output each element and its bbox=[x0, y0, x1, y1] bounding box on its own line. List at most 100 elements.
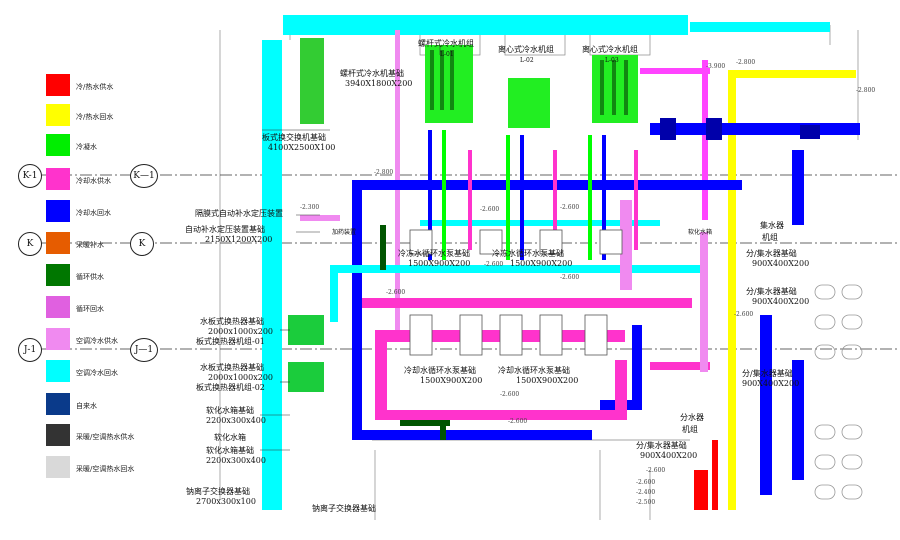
legend-label: 循环供水 bbox=[76, 273, 104, 281]
sep-base4-label: 分/集水器基础 bbox=[742, 369, 793, 378]
chiller1-label: 螺杆式冷水机组 bbox=[418, 39, 474, 48]
legend-swatch bbox=[46, 360, 70, 382]
legend-label: 冷却水回水 bbox=[76, 209, 111, 217]
elevation-mark: -2.400 bbox=[636, 489, 656, 496]
legend-swatch bbox=[46, 74, 70, 96]
soft-base2-label: 软化水箱基础 bbox=[206, 446, 254, 455]
elevation-mark: -2.300 bbox=[300, 204, 320, 211]
legend-swatch bbox=[46, 104, 70, 126]
chiller1-sub: L-01 bbox=[440, 51, 454, 58]
pump1-dim: 1500X900X200 bbox=[408, 259, 471, 268]
chiller2-label: 离心式冷水机组 bbox=[498, 45, 554, 54]
axis-k-marker: K bbox=[18, 232, 42, 256]
legend-label: 采暖/空调热水供水 bbox=[76, 433, 135, 441]
elevation-mark: -2.600 bbox=[386, 289, 406, 296]
plate-unit2-label: 板式换热器机组-02 bbox=[196, 383, 265, 392]
pump2-dim: 1500X900X200 bbox=[510, 259, 573, 268]
axis-j1-marker: J-1 bbox=[18, 338, 42, 362]
soft-tank-small-label: 软化水箱 bbox=[688, 229, 713, 236]
axis-k-line-marker: K bbox=[130, 232, 154, 256]
sep-base-dim: 900X400X200 bbox=[752, 259, 810, 268]
legend-swatch bbox=[46, 424, 70, 446]
chiller3-label: 离心式冷水机组 bbox=[582, 45, 638, 54]
plate-base2-label: 水板式换热器基础 bbox=[200, 363, 264, 372]
soft-base1-label: 软化水箱基础 bbox=[206, 406, 254, 415]
soft-base2-dim: 2200x300x400 bbox=[206, 456, 266, 465]
diaphragm-label: 隔膜式自动补水定压装置 bbox=[195, 209, 283, 218]
cooling-pump1-dim: 1500X900X200 bbox=[420, 376, 483, 385]
pump1-label: 冷冻水循环水泵基础 bbox=[398, 249, 470, 258]
auto-fill-label: 自动补水定压装置基础 bbox=[185, 225, 265, 234]
sep-base2-dim: 900X400X200 bbox=[752, 297, 810, 306]
legend-label: 空调冷水回水 bbox=[76, 369, 118, 377]
legend-swatch bbox=[46, 393, 70, 415]
plate-hx-base-dim: 4100X2500X100 bbox=[268, 143, 336, 152]
axis-k1-marker: K-1 bbox=[18, 164, 42, 188]
legend-label: 空调冷水供水 bbox=[76, 337, 118, 345]
legend-swatch bbox=[46, 232, 70, 254]
elevation-mark: -3.900 bbox=[706, 63, 726, 70]
elevation-mark: -2.500 bbox=[636, 499, 656, 506]
collector-sub: 机组 bbox=[762, 233, 778, 242]
legend-swatch bbox=[46, 264, 70, 286]
legend-swatch bbox=[46, 134, 70, 156]
chiller-base-dim: 3940X1800X200 bbox=[345, 79, 413, 88]
elevation-mark: -2.600 bbox=[560, 204, 580, 211]
legend-swatch bbox=[46, 328, 70, 350]
auto-fill-dim: 2150X1200X200 bbox=[205, 235, 273, 244]
chiller3-sub: L-03 bbox=[605, 57, 619, 64]
elevation-mark: -2.600 bbox=[484, 261, 504, 268]
legend-label: 冷凝水 bbox=[76, 143, 97, 151]
collector-label: 集水器 bbox=[760, 221, 784, 230]
ion-base-label: 钠离子交换器基础 bbox=[186, 487, 250, 496]
soft-base1-dim: 2200x300x400 bbox=[206, 416, 266, 425]
plate-base2-dim: 2000x1000x200 bbox=[208, 373, 274, 382]
soft-box-label: 软化水箱 bbox=[214, 433, 246, 442]
elevation-mark: -2.600 bbox=[734, 311, 754, 318]
plate-hx-base-label: 板式换交换机基础 bbox=[262, 133, 326, 142]
pump2-label: 冷冻水循环水泵基础 bbox=[492, 249, 564, 258]
distributor-sub: 机组 bbox=[682, 425, 698, 434]
sep-base3-dim: 900X400X200 bbox=[640, 451, 698, 460]
elevation-mark: -2.600 bbox=[500, 391, 520, 398]
legend-swatch bbox=[46, 168, 70, 190]
axis-k1-line-marker: K—1 bbox=[130, 164, 158, 188]
chiller-base-label: 螺杆式冷水机基础 bbox=[340, 69, 404, 78]
elevation-mark: -2.600 bbox=[636, 479, 656, 486]
elevation-mark: -2.600 bbox=[480, 206, 500, 213]
axis-j1-line-marker: J—1 bbox=[130, 338, 158, 362]
legend-swatch bbox=[46, 456, 70, 478]
sep-base-label: 分/集水器基础 bbox=[746, 249, 797, 258]
elevation-mark: -2.600 bbox=[560, 274, 580, 281]
legend-label: 采暖/空调热水回水 bbox=[76, 465, 135, 473]
legend-label: 自来水 bbox=[76, 402, 97, 410]
legend-label: 循环回水 bbox=[76, 305, 104, 313]
distributor-label: 分水器 bbox=[680, 413, 704, 422]
chemical-dosing-label: 加药装置 bbox=[332, 229, 357, 236]
plate-base1-label: 水板式换热器基础 bbox=[200, 317, 264, 326]
elevation-mark: -2.800 bbox=[374, 169, 394, 176]
cooling-pump2-label: 冷却水循环水泵基础 bbox=[498, 366, 570, 375]
legend-label: 冷/热水供水 bbox=[76, 83, 114, 91]
sep-base2-label: 分/集水器基础 bbox=[746, 287, 797, 296]
elevation-mark: -2.800 bbox=[856, 87, 876, 94]
plate-base1-dim: 2000x1000x200 bbox=[208, 327, 274, 336]
elevation-mark: -2.800 bbox=[736, 59, 756, 66]
cooling-pump1-label: 冷却水循环水泵基础 bbox=[404, 366, 476, 375]
sep-base3-label: 分/集水器基础 bbox=[636, 441, 687, 450]
legend-label: 冷/热水回水 bbox=[76, 113, 114, 121]
legend-label: 采暖补水 bbox=[76, 241, 104, 249]
cooling-pump2-dim: 1500X900X200 bbox=[516, 376, 579, 385]
elevation-mark: -2.600 bbox=[508, 418, 528, 425]
ion-base-dim: 2700x300x100 bbox=[196, 497, 256, 506]
legend-label: 冷却水供水 bbox=[76, 177, 111, 185]
ion-base2-label: 钠离子交换器基础 bbox=[312, 504, 376, 513]
legend-swatch bbox=[46, 200, 70, 222]
chiller2-sub: L-02 bbox=[520, 57, 534, 64]
plate-unit1-label: 板式换热器机组-01 bbox=[196, 337, 265, 346]
elevation-mark: -2.600 bbox=[646, 467, 666, 474]
legend-swatch bbox=[46, 296, 70, 318]
sep-base4-dim: 900X400X200 bbox=[742, 379, 800, 388]
